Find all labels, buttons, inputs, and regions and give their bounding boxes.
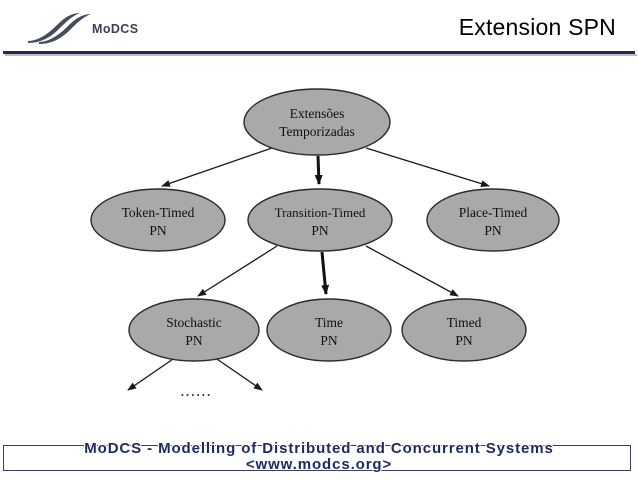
spn-extension-diagram: Extensões Temporizadas Token-Timed PN Tr… [0,60,638,420]
edge-root-to-place-timed [365,147,490,187]
node-label-line2: PN [455,333,473,348]
header-divider-shadow [5,54,637,56]
diagram-ellipsis: ...... [180,381,212,400]
node-extensoes-temporizadas[interactable]: Extensões Temporizadas [243,88,391,156]
node-label-line2: PN [311,223,329,238]
edge-transition-to-timed [365,245,459,297]
node-label-line2: PN [149,223,167,238]
modcs-swoosh-logo-icon [28,13,91,44]
node-token-timed-pn[interactable]: Token-Timed PN [90,188,226,252]
diagram-canvas: Extensões Temporizadas Token-Timed PN Tr… [90,88,560,400]
modcs-logo: MoDCS [26,8,176,48]
slide-footer: MoDCS - Modelling of Distributed and Con… [0,427,638,479]
node-label-line2: PN [185,333,203,348]
node-label-line1: Extensões [290,106,345,121]
node-place-timed-pn[interactable]: Place-Timed PN [426,188,560,252]
footer-url-line[interactable]: <www.modcs.org> [245,455,393,473]
node-label-line2: PN [484,223,502,238]
header-divider [3,51,635,54]
node-label-line1: Transition-Timed [275,205,366,220]
node-label-line1: Stochastic [166,315,222,330]
node-label-line2: Temporizadas [279,124,355,139]
edge-stochastic-open-right [213,356,263,391]
node-stochastic-pn[interactable]: Stochastic PN [128,298,260,362]
node-label-line1: Token-Timed [122,205,195,220]
edge-transition-to-time [320,251,330,295]
node-time-pn[interactable]: Time PN [266,298,392,362]
footer-title-line: MoDCS - Modelling of Distributed and Con… [84,440,554,457]
footer-text: MoDCS - Modelling of Distributed and Con… [0,441,638,473]
edge-stochastic-open-left [127,356,177,391]
node-label-line1: Place-Timed [459,205,528,220]
edge-root-to-transition-timed [314,155,323,185]
slide-header: MoDCS Extension SPN [0,0,638,56]
edge-transition-to-stochastic [197,245,278,297]
node-label-line1: Timed [447,315,482,330]
footer-bar [3,445,631,471]
node-label-line2: PN [320,333,338,348]
node-transition-timed-pn[interactable]: Transition-Timed PN [247,188,393,252]
edge-root-to-token-timed [161,147,273,187]
node-label-line1: Time [315,315,343,330]
logo-wordmark: MoDCS [92,22,139,36]
page-title: Extension SPN [458,14,616,40]
node-timed-pn[interactable]: Timed PN [401,298,527,362]
